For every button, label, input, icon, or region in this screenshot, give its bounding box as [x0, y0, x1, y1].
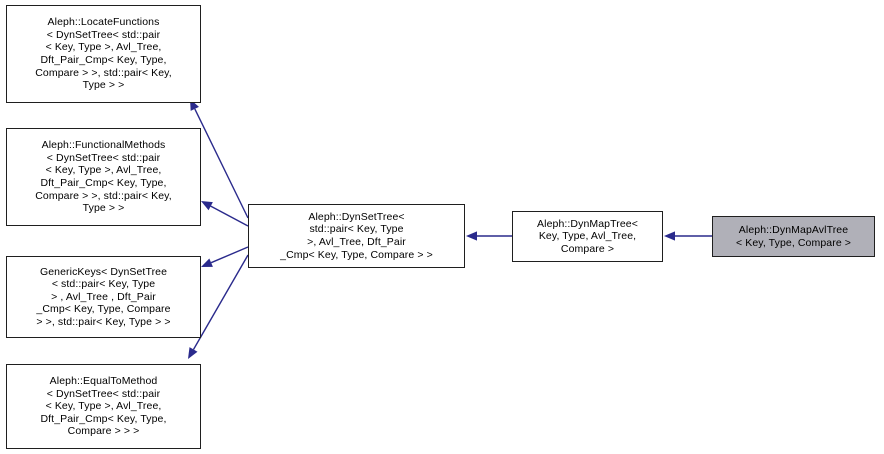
- class-node-label: Aleph::DynMapTree< Key, Type, Avl_Tree, …: [537, 217, 638, 255]
- class-node-dyn-map-avl-tree[interactable]: Aleph::DynMapAvlTree < Key, Type, Compar…: [712, 216, 875, 257]
- class-node-label: Aleph::DynMapAvlTree < Key, Type, Compar…: [735, 223, 852, 249]
- class-node-label: GenericKeys< DynSetTree < std::pair< Key…: [36, 265, 171, 328]
- edge-dynmapavltree-to-dynmaptree: [664, 231, 712, 241]
- edge-dynsettree-to-generickeys: [201, 246, 249, 267]
- edge-dynmaptree-to-dynsettree: [466, 231, 512, 241]
- class-node-dyn-map-tree[interactable]: Aleph::DynMapTree< Key, Type, Avl_Tree, …: [512, 211, 663, 262]
- class-node-equal-to-method[interactable]: Aleph::EqualToMethod < DynSetTree< std::…: [6, 364, 201, 449]
- class-node-label: Aleph::DynSetTree< std::pair< Key, Type …: [280, 210, 433, 261]
- class-node-locate-functions[interactable]: Aleph::LocateFunctions < DynSetTree< std…: [6, 5, 201, 103]
- class-node-label: Aleph::EqualToMethod < DynSetTree< std::…: [40, 375, 167, 438]
- class-node-dyn-set-tree[interactable]: Aleph::DynSetTree< std::pair< Key, Type …: [248, 204, 465, 268]
- edge-dynsettree-to-functionalmethods: [201, 201, 249, 227]
- class-node-generic-keys[interactable]: GenericKeys< DynSetTree < std::pair< Key…: [6, 256, 201, 338]
- class-node-label: Aleph::FunctionalMethods < DynSetTree< s…: [35, 139, 172, 215]
- class-node-functional-methods[interactable]: Aleph::FunctionalMethods < DynSetTree< s…: [6, 128, 201, 226]
- class-node-label: Aleph::LocateFunctions < DynSetTree< std…: [35, 16, 172, 92]
